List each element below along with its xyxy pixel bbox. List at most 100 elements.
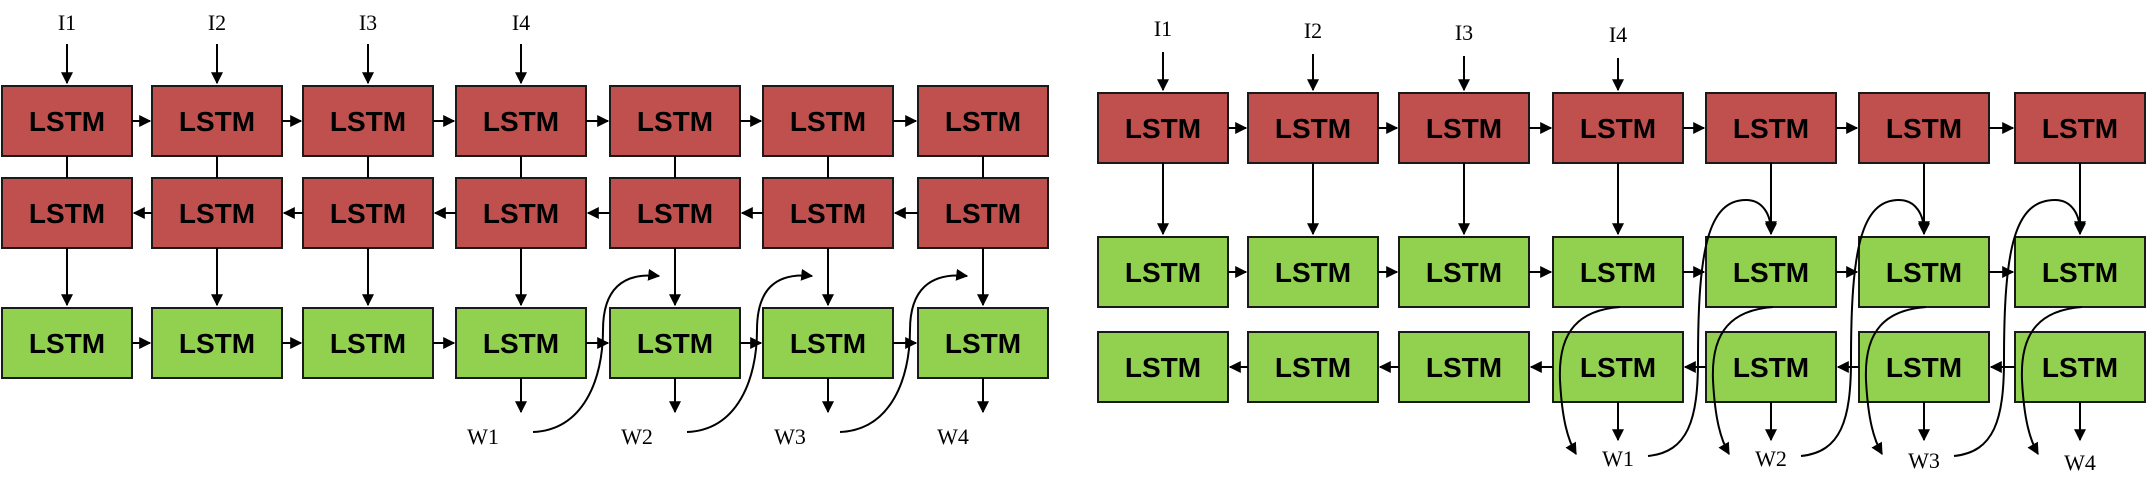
- left-decoder-lstm-7: LSTM: [917, 307, 1049, 379]
- right-decoder-lstm-6: LSTM: [1858, 236, 1990, 308]
- right-forward-lstm-6-label: LSTM: [1886, 113, 1962, 144]
- right-decoder-to-output-curve-1: [1558, 306, 1621, 456]
- right-backward-lstm-2-box: [1247, 331, 1379, 403]
- left-forward-lstm-6-box: [762, 85, 894, 157]
- left-backward-lstm-3-label: LSTM: [330, 198, 406, 229]
- right-backward-lstm-5-label: LSTM: [1733, 352, 1809, 383]
- right-input-label-3: I3: [1455, 20, 1473, 45]
- right-decoder-lstm-2-box: [1247, 236, 1379, 308]
- left-forward-lstm-1-box: [1, 85, 133, 157]
- right-backward-lstm-7: LSTM: [2014, 331, 2146, 403]
- left-decoder-lstm-1: LSTM: [1, 307, 133, 379]
- right-output-label-4: W4: [2064, 450, 2096, 475]
- left-forward-lstm-3: LSTM: [302, 85, 434, 157]
- left-decoder-lstm-3-label: LSTM: [330, 328, 406, 359]
- right-backward-lstm-4: LSTM: [1552, 331, 1684, 403]
- left-forward-lstm-7-box: [917, 85, 1049, 157]
- right-forward-lstm-7: LSTM: [2014, 92, 2146, 164]
- right-decoder-lstm-1-label: LSTM: [1125, 257, 1201, 288]
- left-backward-lstm-2: LSTM: [151, 177, 283, 249]
- left-backward-lstm-3: LSTM: [302, 177, 434, 249]
- right-decoder-to-output-curve-4: [2020, 306, 2083, 456]
- right-forward-lstm-3-label: LSTM: [1426, 113, 1502, 144]
- left-forward-lstm-3-box: [302, 85, 434, 157]
- left-decoder-lstm-6: LSTM: [762, 307, 894, 379]
- left-feedback-curve-2: [686, 268, 814, 433]
- left-forward-lstm-4: LSTM: [455, 85, 587, 157]
- right-forward-lstm-4: LSTM: [1552, 92, 1684, 164]
- right-forward-lstm-3-box: [1398, 92, 1530, 164]
- right-decoder-to-output-curve-2: [1711, 306, 1774, 456]
- right-forward-lstm-5: LSTM: [1705, 92, 1837, 164]
- left-backward-lstm-1-label: LSTM: [29, 198, 105, 229]
- right-backward-lstm-3: LSTM: [1398, 331, 1530, 403]
- right-output-label-1: W1: [1602, 446, 1634, 471]
- right-backward-lstm-1-label: LSTM: [1125, 352, 1201, 383]
- right-decoder-lstm-1: LSTM: [1097, 236, 1229, 308]
- right-feedback-curve-1: [1647, 198, 1777, 457]
- left-input-label-1: I1: [58, 10, 76, 35]
- left-forward-lstm-1-label: LSTM: [29, 106, 105, 137]
- left-decoder-lstm-6-box: [762, 307, 894, 379]
- right-backward-lstm-6-label: LSTM: [1886, 352, 1962, 383]
- right-decoder-lstm-6-box: [1858, 236, 1990, 308]
- left-backward-lstm-5-box: [609, 177, 741, 249]
- right-forward-lstm-1-label: LSTM: [1125, 113, 1201, 144]
- left-decoder-lstm-5-label: LSTM: [637, 328, 713, 359]
- right-input-label-2: I2: [1304, 18, 1322, 43]
- left-forward-lstm-7-label: LSTM: [945, 106, 1021, 137]
- left-output-label-3: W3: [774, 424, 806, 449]
- left-backward-lstm-4-label: LSTM: [483, 198, 559, 229]
- left-forward-lstm-5-label: LSTM: [637, 106, 713, 137]
- right-feedback-curve-2: [1800, 198, 1930, 457]
- right-decoder-lstm-6-label: LSTM: [1886, 257, 1962, 288]
- left-backward-lstm-1: LSTM: [1, 177, 133, 249]
- right-forward-lstm-2: LSTM: [1247, 92, 1379, 164]
- left-backward-lstm-7: LSTM: [917, 177, 1049, 249]
- left-feedback-curve-3: [839, 268, 969, 433]
- left-backward-lstm-6-label: LSTM: [790, 198, 866, 229]
- left-backward-lstm-2-box: [151, 177, 283, 249]
- left-forward-lstm-4-label: LSTM: [483, 106, 559, 137]
- right-decoder-lstm-3-label: LSTM: [1426, 257, 1502, 288]
- right-decoder-lstm-3: LSTM: [1398, 236, 1530, 308]
- left-backward-lstm-5: LSTM: [609, 177, 741, 249]
- right-input-label-4: I4: [1609, 22, 1627, 47]
- right-forward-lstm-1: LSTM: [1097, 92, 1229, 164]
- left-forward-lstm-2: LSTM: [151, 85, 283, 157]
- left-decoder-lstm-2: LSTM: [151, 307, 283, 379]
- left-decoder-lstm-6-label: LSTM: [790, 328, 866, 359]
- right-decoder-lstm-5: LSTM: [1705, 236, 1837, 308]
- right-decoder-lstm-4: LSTM: [1552, 236, 1684, 308]
- left-decoder-lstm-5-box: [609, 307, 741, 379]
- left-input-label-4: I4: [512, 10, 530, 35]
- left-decoder-lstm-5: LSTM: [609, 307, 741, 379]
- right-backward-lstm-3-label: LSTM: [1426, 352, 1502, 383]
- right-forward-lstm-2-box: [1247, 92, 1379, 164]
- left-forward-lstm-4-box: [455, 85, 587, 157]
- left-decoder-lstm-3: LSTM: [302, 307, 434, 379]
- right-forward-lstm-7-label: LSTM: [2042, 113, 2118, 144]
- right-backward-lstm-7-label: LSTM: [2042, 352, 2118, 383]
- left-feedback-curve-1: [532, 268, 661, 433]
- right-input-label-1: I1: [1154, 16, 1172, 41]
- left-backward-lstm-6: LSTM: [762, 177, 894, 249]
- right-decoder-to-output-curve-3: [1864, 306, 1927, 456]
- left-input-label-2: I2: [208, 10, 226, 35]
- right-feedback-curve-3: [1953, 198, 2086, 457]
- right-decoder-lstm-1-box: [1097, 236, 1229, 308]
- right-backward-lstm-5: LSTM: [1705, 331, 1837, 403]
- left-forward-lstm-6: LSTM: [762, 85, 894, 157]
- right-backward-lstm-1: LSTM: [1097, 331, 1229, 403]
- left-backward-lstm-2-label: LSTM: [179, 198, 255, 229]
- right-forward-lstm-3: LSTM: [1398, 92, 1530, 164]
- right-decoder-lstm-3-box: [1398, 236, 1530, 308]
- right-backward-lstm-1-box: [1097, 331, 1229, 403]
- right-backward-lstm-5-box: [1705, 331, 1837, 403]
- right-decoder-lstm-5-label: LSTM: [1733, 257, 1809, 288]
- right-output-label-2: W2: [1755, 446, 1787, 471]
- left-decoder-lstm-4-box: [455, 307, 587, 379]
